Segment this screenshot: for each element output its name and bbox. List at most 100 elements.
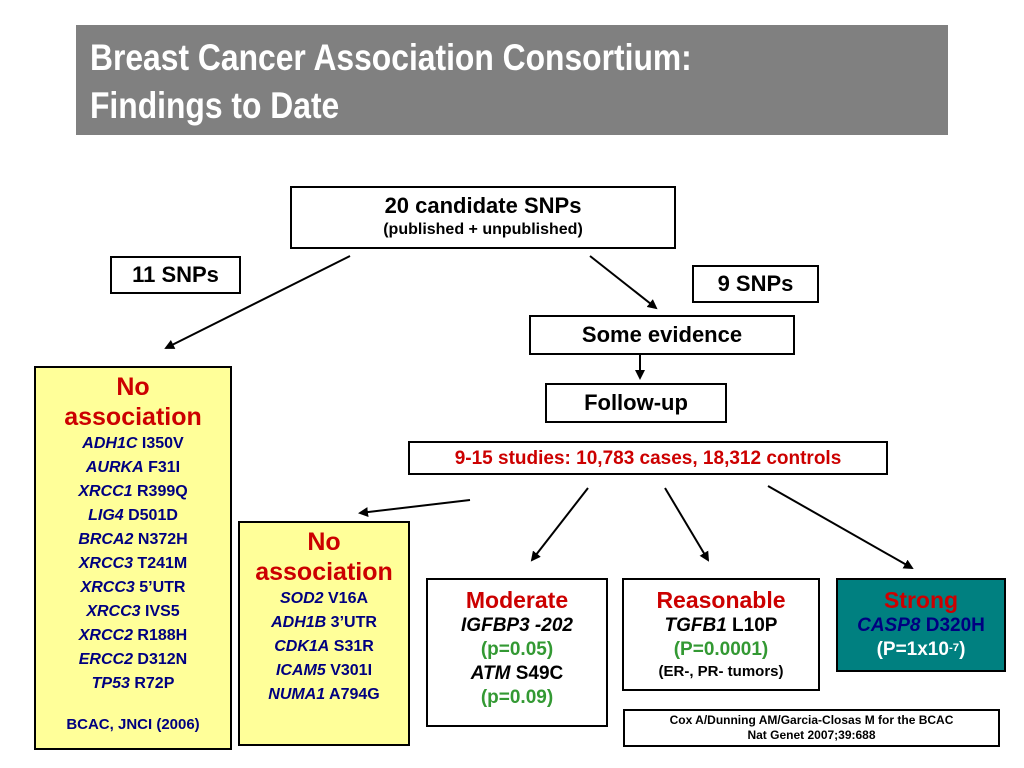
reasonable-gene-row: TGFB1 L10P bbox=[624, 614, 818, 638]
gene-name: ADH1B bbox=[271, 614, 327, 631]
strong-box: Strong CASP8 D320H (P=1x10-7) bbox=[836, 578, 1006, 672]
gene-name: ADH1C bbox=[82, 435, 138, 452]
strong-gene: CASP8 bbox=[857, 615, 921, 636]
reasonable-variant: L10P bbox=[726, 615, 778, 636]
reasonable-gene: TGFB1 bbox=[664, 615, 727, 636]
gene-name: XRCC3 bbox=[78, 555, 133, 572]
reasonable-heading: Reasonable bbox=[656, 587, 786, 613]
variant-name: R72P bbox=[129, 675, 175, 692]
candidate-snps-title: 20 candidate SNPs bbox=[384, 193, 582, 218]
gene-variant-item: LIG4 D501D bbox=[36, 504, 230, 528]
arrow-to-moderate bbox=[530, 487, 589, 562]
moderate-heading: Moderate bbox=[465, 587, 569, 613]
arrow-to-no-association-1 bbox=[164, 255, 351, 349]
gene-variant-item: AURKA F31I bbox=[36, 456, 230, 480]
gene-name: CDK1A bbox=[274, 638, 330, 655]
moderate-gene-2-row: ATM S49C bbox=[428, 662, 606, 686]
variant-name: T241M bbox=[132, 555, 188, 572]
gene-variant-item: XRCC2 R188H bbox=[36, 624, 230, 648]
reasonable-p: (P=0.0001) bbox=[673, 639, 769, 660]
strong-p-prefix: (P=1x10 bbox=[876, 639, 949, 660]
title-bar: Breast Cancer Association Consortium: Fi… bbox=[76, 25, 948, 135]
gene-name: XRCC3 bbox=[86, 603, 141, 620]
arrow-to-reasonable bbox=[664, 487, 710, 562]
candidate-snps-subtitle: (published + unpublished) bbox=[383, 221, 583, 238]
variant-name: F31I bbox=[143, 459, 181, 476]
variant-name: 3’UTR bbox=[326, 614, 377, 631]
gene-name: TP53 bbox=[91, 675, 130, 692]
variant-name: IVS5 bbox=[140, 603, 180, 620]
gene-name: XRCC2 bbox=[78, 627, 133, 644]
right-snp-count: 9 SNPs bbox=[692, 265, 819, 303]
gene-name: XRCC3 bbox=[80, 579, 135, 596]
moderate-gene-1: IGFBP3 -202 bbox=[461, 615, 573, 636]
gene-variant-item: SOD2 V16A bbox=[240, 587, 408, 611]
gene-variant-item: ICAM5 V301I bbox=[240, 659, 408, 683]
gene-variant-item: XRCC1 R399Q bbox=[36, 480, 230, 504]
no-association-2-heading-2: association bbox=[255, 558, 393, 586]
gene-variant-item: CDK1A S31R bbox=[240, 635, 408, 659]
moderate-gene-2: ATM bbox=[470, 663, 511, 684]
gene-variant-item: XRCC3 T241M bbox=[36, 552, 230, 576]
strong-p-suffix: ) bbox=[959, 639, 966, 660]
variant-name: A794G bbox=[325, 686, 380, 703]
reference-box: Cox A/Dunning AM/Garcia-Closas M for the… bbox=[623, 709, 1000, 747]
strong-heading: Strong bbox=[883, 587, 959, 613]
variant-name: R399Q bbox=[132, 483, 188, 500]
no-association-1-heading-1: No bbox=[116, 373, 150, 401]
gene-variant-item: NUMA1 A794G bbox=[240, 683, 408, 707]
moderate-p-1: (p=0.05) bbox=[480, 639, 554, 660]
reasonable-note: (ER-, PR- tumors) bbox=[658, 663, 784, 680]
gene-variant-item: XRCC3 IVS5 bbox=[36, 600, 230, 624]
reference-line-2: Nat Genet 2007;39:688 bbox=[747, 728, 876, 742]
gene-variant-item: ADH1C I350V bbox=[36, 432, 230, 456]
title-line-1: Breast Cancer Association Consortium: bbox=[90, 37, 692, 78]
moderate-p-2: (p=0.09) bbox=[480, 687, 554, 708]
gene-name: XRCC1 bbox=[78, 483, 133, 500]
no-association-2-heading-1: No bbox=[307, 528, 341, 556]
studies-box: 9-15 studies: 10,783 cases, 18,312 contr… bbox=[408, 441, 888, 475]
left-snp-count: 11 SNPs bbox=[110, 256, 241, 294]
title-line-2: Findings to Date bbox=[90, 85, 340, 126]
variant-name: D501D bbox=[123, 507, 178, 524]
variant-name: N372H bbox=[133, 531, 188, 548]
variant-name: V16A bbox=[323, 590, 369, 607]
no-association-1-heading-2: association bbox=[64, 403, 202, 431]
variant-name: D312N bbox=[132, 651, 188, 668]
arrow-to-strong bbox=[767, 485, 914, 569]
strong-variant: D320H bbox=[920, 615, 985, 636]
gene-variant-item: ADH1B 3’UTR bbox=[240, 611, 408, 635]
strong-gene-row: CASP8 D320H bbox=[838, 614, 1004, 638]
gene-name: ICAM5 bbox=[275, 662, 326, 679]
variant-name: 5’UTR bbox=[134, 579, 186, 596]
moderate-box: Moderate IGFBP3 -202 (p=0.05) ATM S49C (… bbox=[426, 578, 608, 727]
variant-name: S31R bbox=[329, 638, 374, 655]
moderate-variant-2: S49C bbox=[510, 663, 564, 684]
arrow-to-no-association-2 bbox=[358, 499, 471, 518]
gene-variant-item: BRCA2 N372H bbox=[36, 528, 230, 552]
candidate-snps-box: 20 candidate SNPs (published + unpublish… bbox=[290, 186, 676, 249]
no-association-1-citation: BCAC, JNCI (2006) bbox=[66, 716, 200, 733]
gene-variant-item: ERCC2 D312N bbox=[36, 648, 230, 672]
gene-name: LIG4 bbox=[88, 507, 124, 524]
gene-name: AURKA bbox=[85, 459, 144, 476]
gene-name: BRCA2 bbox=[78, 531, 134, 548]
variant-name: I350V bbox=[137, 435, 184, 452]
gene-variant-item: XRCC3 5’UTR bbox=[36, 576, 230, 600]
gene-name: NUMA1 bbox=[268, 686, 326, 703]
some-evidence-box: Some evidence bbox=[529, 315, 795, 355]
strong-p-row: (P=1x10-7) bbox=[838, 638, 1004, 662]
gene-variant-item: TP53 R72P bbox=[36, 672, 230, 696]
variant-name: R188H bbox=[132, 627, 188, 644]
reference-line-1: Cox A/Dunning AM/Garcia-Closas M for the… bbox=[669, 713, 954, 727]
reasonable-box: Reasonable TGFB1 L10P (P=0.0001) (ER-, P… bbox=[622, 578, 820, 691]
arrow-to-some-evidence bbox=[589, 255, 658, 310]
gene-name: ERCC2 bbox=[78, 651, 133, 668]
strong-p-exponent: -7 bbox=[948, 642, 960, 654]
variant-name: V301I bbox=[325, 662, 373, 679]
gene-name: SOD2 bbox=[279, 590, 324, 607]
